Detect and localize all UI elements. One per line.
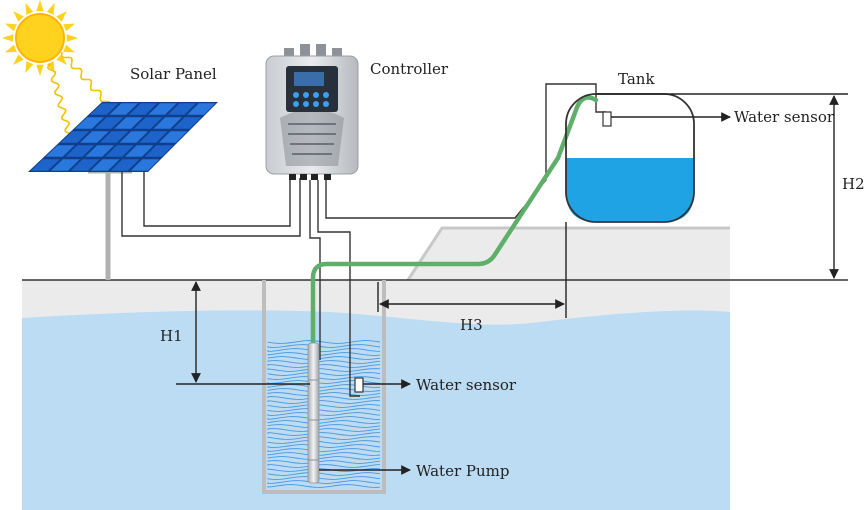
- tank-sensor-icon: [602, 111, 612, 127]
- tank-icon: [565, 93, 695, 223]
- h3-label: H3: [460, 316, 483, 334]
- dimension-h2: [596, 93, 848, 279]
- water-pipe: [310, 95, 599, 348]
- power-wires: [121, 172, 301, 237]
- sun-icon: [2, 0, 78, 76]
- well-sensor-icon: [349, 377, 364, 397]
- pump-icon: [307, 342, 320, 484]
- control-wires: [309, 83, 606, 380]
- pump-label: Water Pump: [416, 462, 509, 480]
- h2-label: H2: [842, 175, 864, 193]
- controller-icon: [265, 44, 359, 180]
- well-sensor-label: Water sensor: [416, 376, 517, 394]
- raised-ground: [408, 228, 730, 280]
- dimension-h3: [377, 222, 567, 318]
- dimension-h1: [176, 281, 310, 385]
- h1-label: H1: [160, 327, 183, 345]
- solar-panel-icon: [28, 102, 218, 280]
- tank-sensor-label: Water sensor: [734, 108, 835, 126]
- well-water-waves: [267, 340, 381, 488]
- controller-label: Controller: [370, 60, 449, 78]
- tank-label: Tank: [618, 70, 655, 88]
- well: [262, 280, 386, 494]
- controller-display: [294, 72, 324, 86]
- solar-panel-label: Solar Panel: [130, 65, 217, 83]
